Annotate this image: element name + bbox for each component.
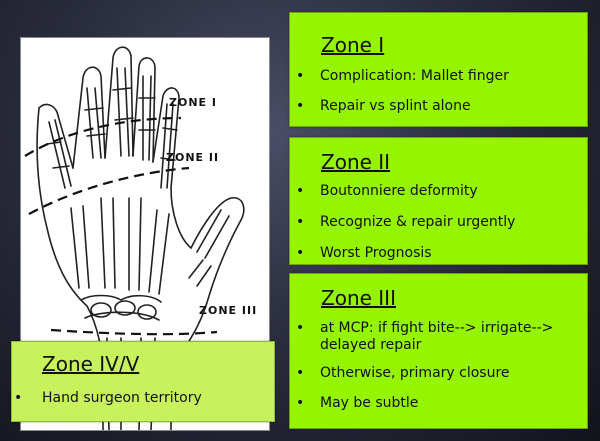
- list-item-text: Otherwise, primary closure: [320, 365, 510, 381]
- list-item: •Repair vs splint alone: [296, 98, 471, 114]
- zone-i-title: Zone I: [321, 33, 385, 57]
- zone-ii-list: •Boutonniere deformity •Recognize & repa…: [290, 183, 587, 262]
- list-item-text: May be subtle: [320, 395, 419, 411]
- zone-i-box: Zone I •Complication: Mallet finger •Rep…: [289, 12, 588, 127]
- list-item: •Complication: Mallet finger: [296, 68, 509, 84]
- list-item: •May be subtle: [296, 395, 419, 411]
- list-item: •at MCP: if fight bite--> irrigate--> de…: [296, 320, 554, 353]
- list-item: •Otherwise, primary closure: [296, 365, 510, 381]
- list-item-text: Worst Prognosis: [320, 245, 432, 261]
- list-item-text: Boutonniere deformity: [320, 183, 478, 199]
- list-item: •Boutonniere deformity: [296, 183, 478, 199]
- zone-i-list: •Complication: Mallet finger •Repair vs …: [290, 68, 587, 115]
- list-item-text: Complication: Mallet finger: [320, 68, 509, 84]
- zone-ii-title: Zone II: [321, 150, 391, 174]
- zone-iv-v-box: Zone IV/V •Hand surgeon territory: [11, 341, 275, 422]
- list-item-text: Hand surgeon territory: [42, 390, 202, 406]
- zone-ii-box: Zone II •Boutonniere deformity •Recogniz…: [289, 137, 588, 265]
- zone-ii-label: ZONE II: [166, 151, 220, 164]
- zone-iv-v-title: Zone IV/V: [42, 352, 140, 376]
- list-item: •Recognize & repair urgently: [296, 214, 516, 230]
- list-item: •Hand surgeon territory: [14, 390, 202, 406]
- zone-iii-label: ZONE III: [199, 304, 258, 317]
- list-item: •Worst Prognosis: [296, 245, 432, 261]
- list-item-text: at MCP: if fight bite--> irrigate--> del…: [320, 320, 554, 353]
- zone-i-label: ZONE I: [169, 96, 217, 109]
- list-item-text: Repair vs splint alone: [320, 98, 471, 114]
- zone-iii-list: •at MCP: if fight bite--> irrigate--> de…: [290, 320, 587, 412]
- zone-iii-box: Zone III •at MCP: if fight bite--> irrig…: [289, 273, 588, 429]
- zone-iv-v-list: •Hand surgeon territory: [12, 390, 274, 407]
- list-item-text: Recognize & repair urgently: [320, 214, 516, 230]
- zone-iii-title: Zone III: [321, 286, 396, 310]
